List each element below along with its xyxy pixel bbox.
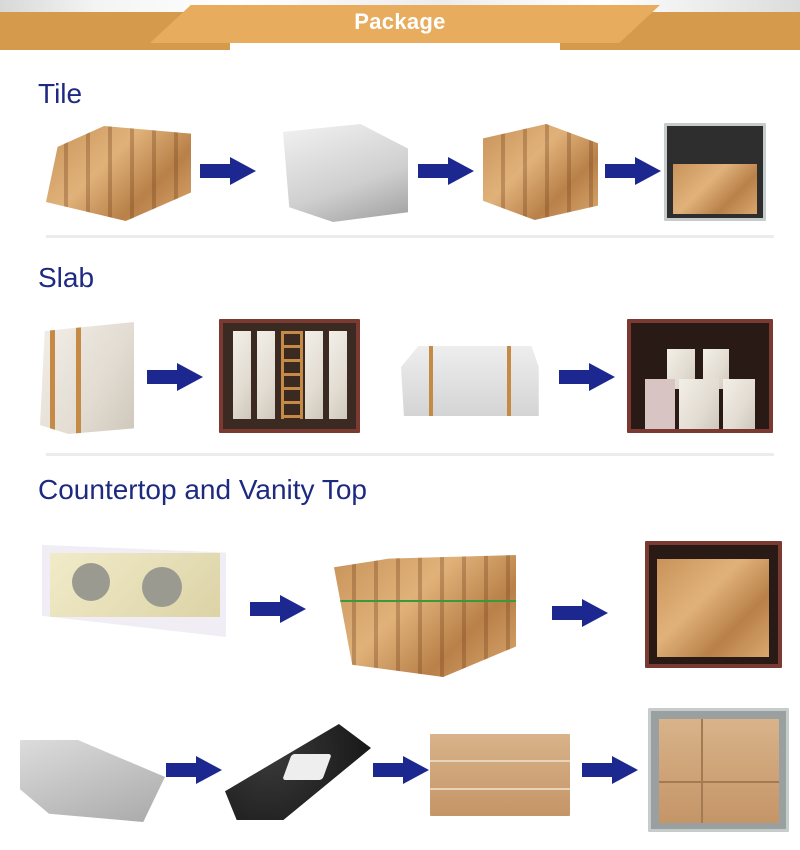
section-divider xyxy=(46,235,774,238)
photo-vanity-tops-in-carton-boxes xyxy=(430,734,570,816)
page-title: Package xyxy=(354,9,446,34)
photo-stacked-tiles-wrapped xyxy=(283,124,408,222)
photo-granite-vanity-top-in-foam xyxy=(225,724,371,820)
section-title-slab: Slab xyxy=(38,262,95,293)
photo-vanity-tops-in-wooden-crates xyxy=(334,555,516,677)
arrow-right-icon xyxy=(605,157,661,185)
photo-cartons-loaded-in-container xyxy=(648,708,789,832)
arrow-right-icon xyxy=(250,595,306,623)
photo-crates-loaded-in-container xyxy=(664,123,766,221)
arrow-right-icon xyxy=(418,157,474,185)
photo-slabs-loaded-in-container xyxy=(627,319,773,433)
section-title-countertop-vanity-top: Countertop and Vanity Top xyxy=(38,474,367,505)
header-banner-ribbon xyxy=(150,5,660,43)
arrow-right-icon xyxy=(166,756,222,784)
photo-tiles-in-wooden-crate xyxy=(483,124,598,220)
arrow-right-icon xyxy=(373,756,429,784)
arrow-right-icon xyxy=(200,157,256,185)
arrow-right-icon xyxy=(552,599,608,627)
photo-slabs-in-container-a-frame xyxy=(219,319,360,433)
header-banner-shadow xyxy=(230,43,560,50)
arrow-right-icon xyxy=(559,363,615,391)
arrow-right-icon xyxy=(582,756,638,784)
section-divider xyxy=(46,453,774,456)
photo-slab-bundle-wooden-frame xyxy=(40,322,134,434)
section-title-tile: Tile xyxy=(38,78,83,109)
photo-vanity-tops-stacked xyxy=(20,740,165,822)
photo-empty-wooden-crate xyxy=(46,126,191,221)
photo-slab-bundle-strapped xyxy=(401,346,539,416)
photo-crates-loaded-in-container xyxy=(645,541,782,668)
arrow-right-icon xyxy=(147,363,203,391)
photo-vanity-top-double-sink xyxy=(42,544,226,637)
